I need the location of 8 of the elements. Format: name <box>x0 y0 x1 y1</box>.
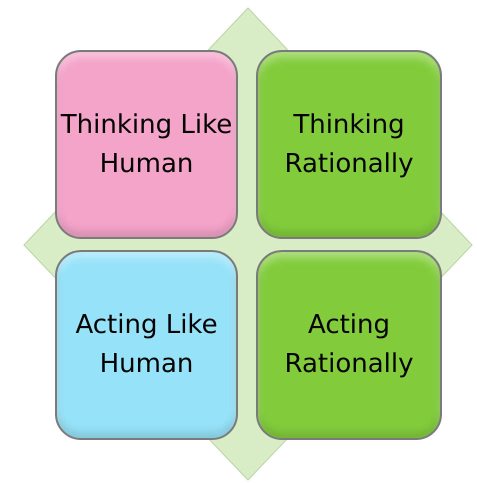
box-label: Acting Like Human <box>74 309 219 381</box>
rounded-box <box>256 50 442 239</box>
rounded-box <box>55 50 238 239</box>
rounded-box <box>256 250 442 440</box>
box-label: Thinking Rationally <box>284 108 414 180</box>
rounded-box <box>55 250 238 440</box>
box-label: Thinking Like Human <box>60 108 234 180</box>
box-label: Acting Rationally <box>284 309 414 381</box>
